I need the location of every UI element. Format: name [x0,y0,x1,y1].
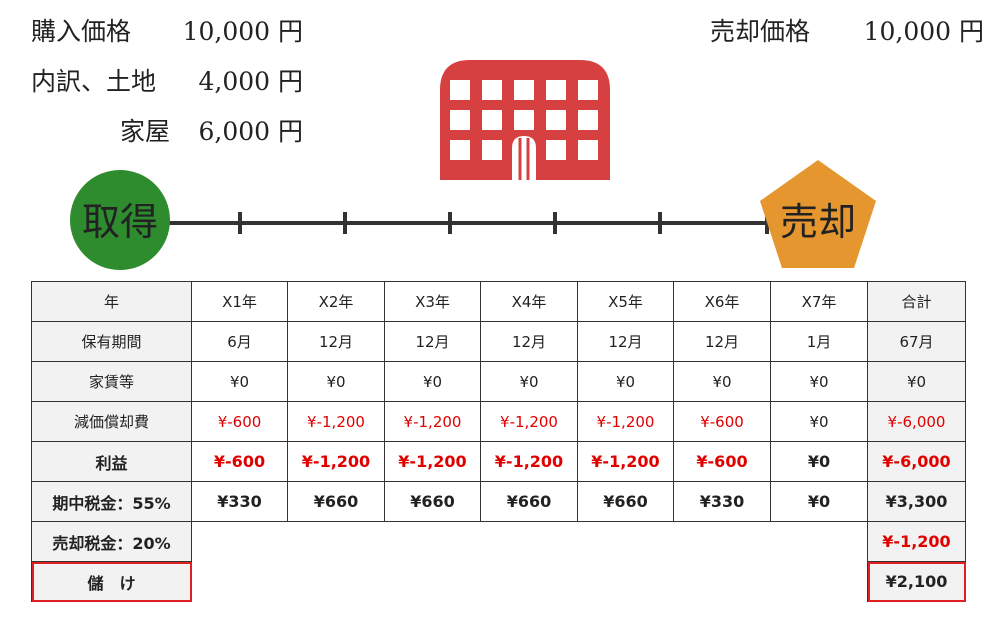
table-cell: ¥-1,200 [384,441,481,482]
timeline: 取得 売却 [70,160,876,270]
table-cell: ¥660 [577,481,674,522]
land-amount: 4,000 円 [198,67,303,96]
breakdown-land-label: 内訳、土地 [31,67,157,96]
table-cell: ¥0 [770,401,868,442]
table-cell: ¥0 [770,361,868,402]
table-cell: ¥-1,200 [287,441,385,482]
table-cell: ¥-600 [191,401,288,442]
purchase-price-label: 購入価格 [31,17,132,46]
table-cell: ¥0 [287,361,385,402]
table-cell: ¥0 [480,361,578,402]
table-cell: ¥660 [287,481,385,522]
row-label: 期中税金：55% [31,481,192,522]
acquire-circle [70,170,170,270]
acquire-label: 取得 [82,200,158,244]
table-cell: 12月 [577,321,674,362]
table-header-cell: 合計 [867,281,966,322]
house-label: 家屋 [119,117,170,146]
house-amount: 6,000 円 [198,117,303,146]
table-cell: 12月 [384,321,481,362]
table-cell: ¥0 [673,361,771,402]
table-cell: 12月 [673,321,771,362]
profit-row: 儲 け ¥2,100 [31,561,966,602]
table-cell: ¥-6,000 [867,441,966,482]
table-cell: ¥330 [191,481,288,522]
sale-price-amount: 10,000 円 [863,17,984,46]
profit-total: ¥2,100 [867,561,966,602]
table-header-cell: X3年 [384,281,481,322]
table-cell: ¥0 [770,481,868,522]
profit-label: 儲 け [31,561,192,602]
sell-label: 売却 [780,200,856,244]
table-header-cell: X4年 [480,281,578,322]
table-cell: 1月 [770,321,868,362]
timeline-ticks [238,212,769,234]
empty-span [191,521,868,562]
table-cell: ¥3,300 [867,481,966,522]
table-cell: ¥-1,200 [577,401,674,442]
table-cell: ¥660 [480,481,578,522]
table-cell: ¥-600 [673,401,771,442]
row-label: 家賃等 [31,361,192,402]
empty-span [192,562,868,602]
row-label: 利益 [31,441,192,482]
table-cell: ¥0 [577,361,674,402]
table-cell: 12月 [480,321,578,362]
table-cell: ¥0 [770,441,868,482]
table-cell: 67月 [867,321,966,362]
table-cell: ¥660 [384,481,481,522]
table-row: 利益¥-600¥-1,200¥-1,200¥-1,200¥-1,200¥-600… [31,441,966,482]
purchase-price-amount: 10,000 円 [182,17,303,46]
table-header-cell: X5年 [577,281,674,322]
table-cell: ¥-1,200 [287,401,385,442]
sale-tax-total: ¥-1,200 [867,521,966,562]
row-label: 減価償却費 [31,401,192,442]
table-cell: 12月 [287,321,385,362]
table-cell: ¥330 [673,481,771,522]
table-header-cell: X1年 [191,281,288,322]
table-cell: ¥-1,200 [480,401,578,442]
table-cell: ¥-600 [191,441,288,482]
table-cell: ¥0 [191,361,288,402]
table-header-cell: X2年 [287,281,385,322]
table-cell: ¥-1,200 [480,441,578,482]
table-cell: ¥-1,200 [384,401,481,442]
table-cell: ¥-1,200 [577,441,674,482]
table-cell: ¥0 [867,361,966,402]
building-icon [440,60,610,180]
sale-tax-label: 売却税金：20% [31,521,192,562]
table-row: 家賃等¥0¥0¥0¥0¥0¥0¥0¥0 [31,361,966,402]
sell-pentagon [760,160,876,268]
table-header-cell: X6年 [673,281,771,322]
table-cell: ¥-600 [673,441,771,482]
sale-tax-row: 売却税金：20% ¥-1,200 [31,521,966,562]
header-year-label: 年 [31,281,192,322]
table-row: 期中税金：55%¥330¥660¥660¥660¥660¥330¥0¥3,300 [31,481,966,522]
sale-price-label: 売却価格 [710,17,811,46]
table-cell: 6月 [191,321,288,362]
table-cell: ¥-6,000 [867,401,966,442]
row-label: 保有期間 [31,321,192,362]
table-cell: ¥0 [384,361,481,402]
table-header-cell: X7年 [770,281,868,322]
table-row: 減価償却費¥-600¥-1,200¥-1,200¥-1,200¥-1,200¥-… [31,401,966,442]
